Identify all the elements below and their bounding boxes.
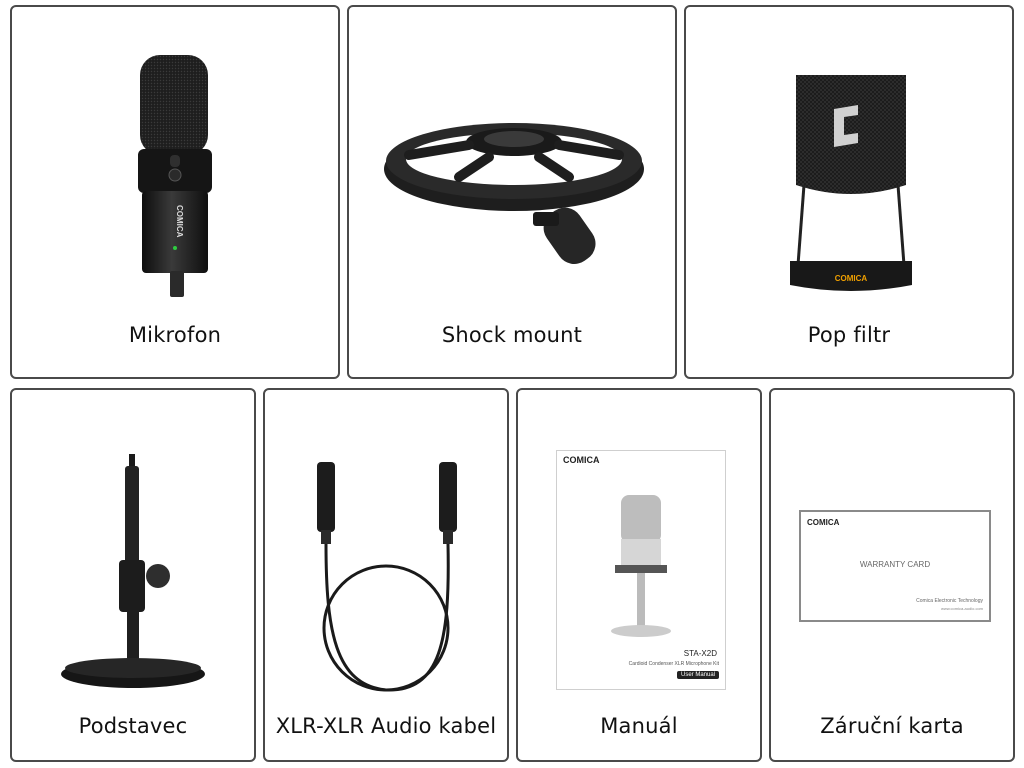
manual-brand-text: COMICA	[563, 455, 600, 465]
warranty-website: www.comica-audio.com	[940, 606, 983, 611]
microphone-icon: COMICA	[138, 55, 212, 297]
label-zarucni-karta: Záruční karta	[820, 714, 964, 738]
card-xlr-kabel: XLR-XLR Audio kabel	[263, 388, 509, 762]
warranty-brand-text: COMICA	[807, 518, 840, 527]
xlr-cable-icon	[317, 462, 457, 692]
pop-filter-icon: COMICA	[790, 75, 912, 291]
manual-subtitle: Cardioid Condenser XLR Microphone Kit	[628, 661, 719, 667]
label-shock-mount: Shock mount	[441, 323, 583, 347]
card-shock-mount: Shock mount	[347, 5, 677, 379]
card-podstavec: Podstavec	[10, 388, 256, 762]
manual-badge: User Manual	[676, 671, 719, 679]
desk-stand-icon	[61, 454, 205, 688]
warranty-company: Comica Electronic Technology	[916, 598, 983, 604]
manual-microphone-icon	[611, 495, 671, 637]
shock-mount-icon	[384, 123, 644, 264]
label-podstavec: Podstavec	[78, 714, 188, 738]
label-pop-filtr: Pop filtr	[807, 323, 891, 347]
label-manual: Manuál	[600, 714, 678, 738]
user-manual-booklet: COMICA STA-X2D Cardioid Condenser XLR Mi…	[556, 450, 726, 690]
warranty-title: WARRANTY CARD	[859, 560, 931, 569]
pop-filter-brand-text: COMICA	[835, 274, 868, 283]
card-pop-filtr: COMICA Pop filtr	[684, 5, 1014, 379]
card-manual: COMICA STA-X2D Cardioid Condenser XLR Mi…	[516, 388, 762, 762]
card-zarucni-karta: COMICA WARRANTY CARD Comica Electronic T…	[769, 388, 1015, 762]
mic-brand-text: COMICA	[175, 205, 184, 238]
manual-model: STA-X2D	[683, 649, 717, 658]
card-mikrofon: COMICA Mikrofon	[10, 5, 340, 379]
label-xlr-kabel: XLR-XLR Audio kabel	[275, 714, 497, 738]
label-mikrofon: Mikrofon	[128, 323, 222, 347]
warranty-card: COMICA WARRANTY CARD Comica Electronic T…	[799, 510, 991, 622]
